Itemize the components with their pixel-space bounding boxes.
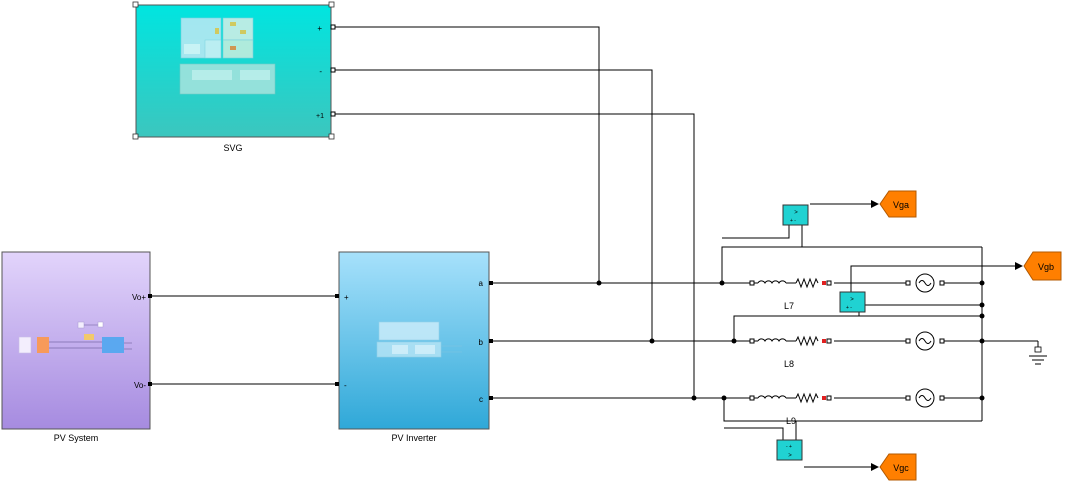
svg-block[interactable]: + - +1 SVG: [132, 1, 335, 153]
inductor-l9-label: L9: [786, 416, 796, 426]
inverter-port-minus-label: -: [344, 381, 347, 390]
inverter-port-plus-label: +: [344, 293, 349, 302]
voltage-sensor-a[interactable]: > + -: [782, 204, 809, 226]
svg-port-minus-label: -: [319, 67, 322, 76]
wires: [150, 26, 1039, 471]
ground-icon[interactable]: [1029, 346, 1047, 365]
goto-vgc-label: Vgc: [893, 463, 909, 473]
svg-text:+ -: + -: [846, 305, 852, 311]
junctions: [596, 280, 985, 401]
wire-svg-phase-b: [334, 69, 653, 341]
phase-a-branch[interactable]: L7: [749, 273, 945, 311]
wire-svg-phase-c: [334, 113, 695, 398]
sensor-b-glyph-icon: >: [850, 297, 854, 303]
inductor-l8-icon: [757, 338, 787, 343]
svg-text:+ -: + -: [790, 218, 796, 224]
resistor-a-icon: [795, 277, 819, 289]
goto-vga-label: Vga: [893, 200, 909, 210]
pv-system-preview: [18, 321, 132, 354]
inductor-l7-label: L7: [784, 301, 794, 311]
inverter-port-c-label: c: [479, 395, 483, 404]
inverter-port-a-label: a: [479, 279, 484, 288]
goto-vgb-label: Vgb: [1038, 262, 1054, 272]
sensor-a-glyph-icon: >: [794, 210, 798, 216]
phase-b-branch[interactable]: L8: [749, 331, 945, 369]
svg-block-preview: [179, 17, 276, 95]
goto-vga[interactable]: Vga: [879, 190, 917, 218]
port-markers: [148, 24, 493, 400]
pv-system-block[interactable]: Vo+ Vo- PV System: [1, 251, 151, 443]
voltage-sensor-b[interactable]: > + -: [839, 291, 866, 313]
svg-port-plus1-label: +1: [316, 113, 324, 120]
inverter-port-b-label: b: [479, 338, 484, 347]
pv-system-port-vo-minus-label: Vo-: [134, 381, 146, 390]
pv-system-block-name: PV System: [54, 433, 99, 443]
inductor-l7-icon: [757, 280, 787, 285]
pv-system-port-vo-plus-label: Vo+: [132, 293, 146, 302]
goto-vgc[interactable]: Vgc: [879, 453, 917, 481]
svg-port-plus-label: +: [317, 24, 322, 33]
inductor-l9-icon: [757, 395, 787, 400]
sensor-c-glyph-icon: >: [788, 453, 792, 459]
svg-text:- +: - +: [786, 444, 792, 450]
svg-block-name: SVG: [223, 143, 242, 153]
resistor-c-icon: [795, 392, 819, 404]
resistor-b-icon: [795, 335, 819, 347]
pv-inverter-block[interactable]: + - a b c PV Inverter: [338, 251, 490, 443]
wire-svg-phase-a: [334, 26, 600, 283]
voltage-sensor-c[interactable]: - + >: [776, 439, 803, 461]
pv-inverter-preview: [376, 321, 462, 358]
pv-inverter-block-name: PV Inverter: [391, 433, 436, 443]
inductor-l8-label: L8: [784, 359, 794, 369]
phase-c-branch[interactable]: L9: [749, 388, 945, 426]
goto-vgb[interactable]: Vgb: [1023, 251, 1062, 281]
